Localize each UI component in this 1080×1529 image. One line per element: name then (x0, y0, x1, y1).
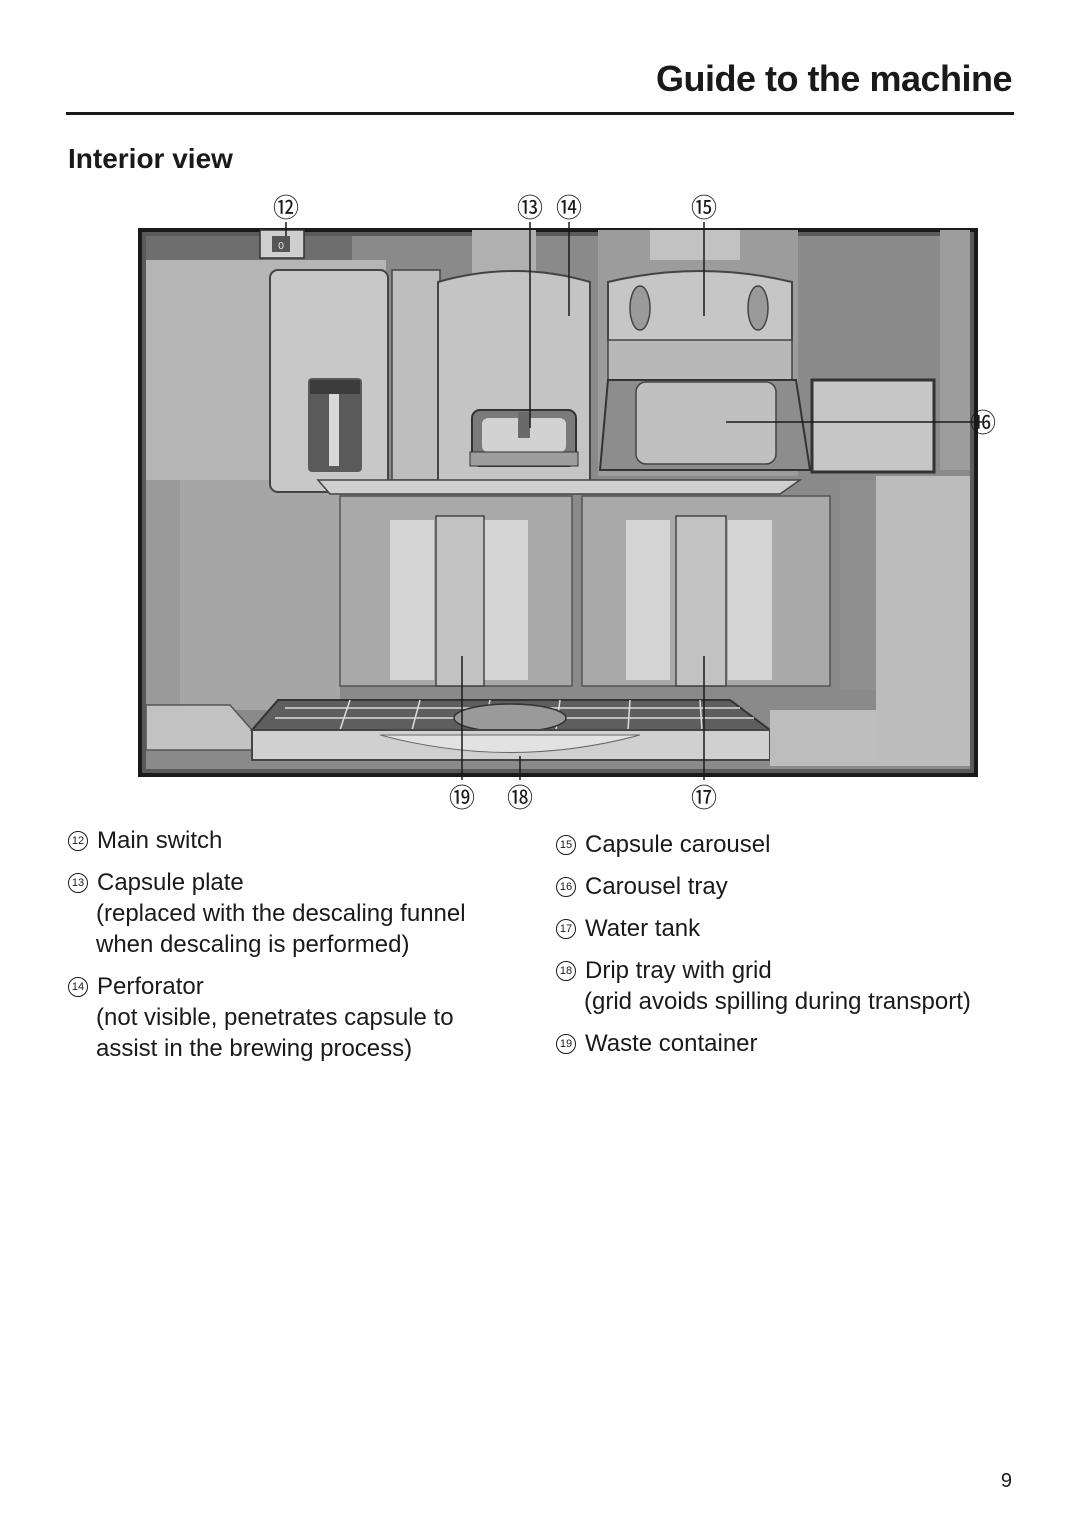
legend-number: 18 (556, 961, 576, 981)
header-rule (66, 112, 1014, 115)
page-number: 9 (1000, 1470, 1012, 1492)
callout-15: ⑮ (691, 194, 717, 224)
legend-item-drip-tray: 18 Drip tray with grid (grid avoids spill… (556, 956, 1026, 1017)
legend-number: 17 (556, 919, 576, 939)
legend-item-water-tank: 17 Water tank (556, 914, 1026, 944)
legend-label: Capsule carousel (585, 831, 771, 858)
callout-19: ⑲ (449, 784, 475, 814)
legend-left: 12 Main switch 13 Capsule plate (replaced … (68, 826, 508, 1076)
legend-right: 15 Capsule carousel 16 Carousel tray 17 Wat… (556, 830, 1026, 1071)
callout-16: ⑯ (970, 409, 996, 439)
legend-label: Main switch (97, 827, 223, 854)
legend-label: Capsule plate (97, 869, 244, 896)
legend-number: 19 (556, 1034, 576, 1054)
switch-symbol: 0 (278, 241, 284, 252)
legend-item-waste-container: 19 Waste container (556, 1029, 1026, 1059)
callout-17: ⑰ (691, 784, 717, 814)
legend-item-main-switch: 12 Main switch (68, 826, 508, 856)
legend-label: Waste container (585, 1030, 758, 1057)
legend-item-capsule-plate: 13 Capsule plate (replaced with the desca… (68, 868, 508, 960)
legend-number: 13 (68, 873, 88, 893)
callout-18: ⑱ (507, 784, 533, 814)
callout-14: ⑭ (556, 194, 582, 224)
legend-label: Carousel tray (585, 873, 728, 900)
legend-item-perforator: 14 Perforator (not visible, penetrates ca… (68, 972, 508, 1064)
legend-label: Perforator (97, 973, 204, 1000)
legend-item-carousel-tray: 16 Carousel tray (556, 872, 1026, 902)
page-header-title: Guide to the machine (655, 58, 1013, 99)
callout-12: ⑫ (273, 194, 299, 224)
section-title: Interior view (68, 143, 233, 174)
legend-note: (grid avoids spilling during transport) (584, 988, 971, 1015)
legend-label: Water tank (585, 915, 701, 942)
legend-note: (not visible, penetrates capsule to assi… (96, 1004, 454, 1062)
machine-interior-illustration: ⑫ ⑬ ⑭ ⑮ 0 ⑯ (138, 194, 996, 814)
legend-label: Drip tray with grid (585, 957, 772, 984)
legend-number: 12 (68, 831, 88, 851)
legend-item-capsule-carousel: 15 Capsule carousel (556, 830, 1026, 860)
legend-number: 14 (68, 977, 88, 997)
legend-number: 15 (556, 835, 576, 855)
legend-number: 16 (556, 877, 576, 897)
legend-note: (replaced with the descaling funnel when… (96, 900, 466, 958)
callout-13: ⑬ (517, 194, 543, 224)
